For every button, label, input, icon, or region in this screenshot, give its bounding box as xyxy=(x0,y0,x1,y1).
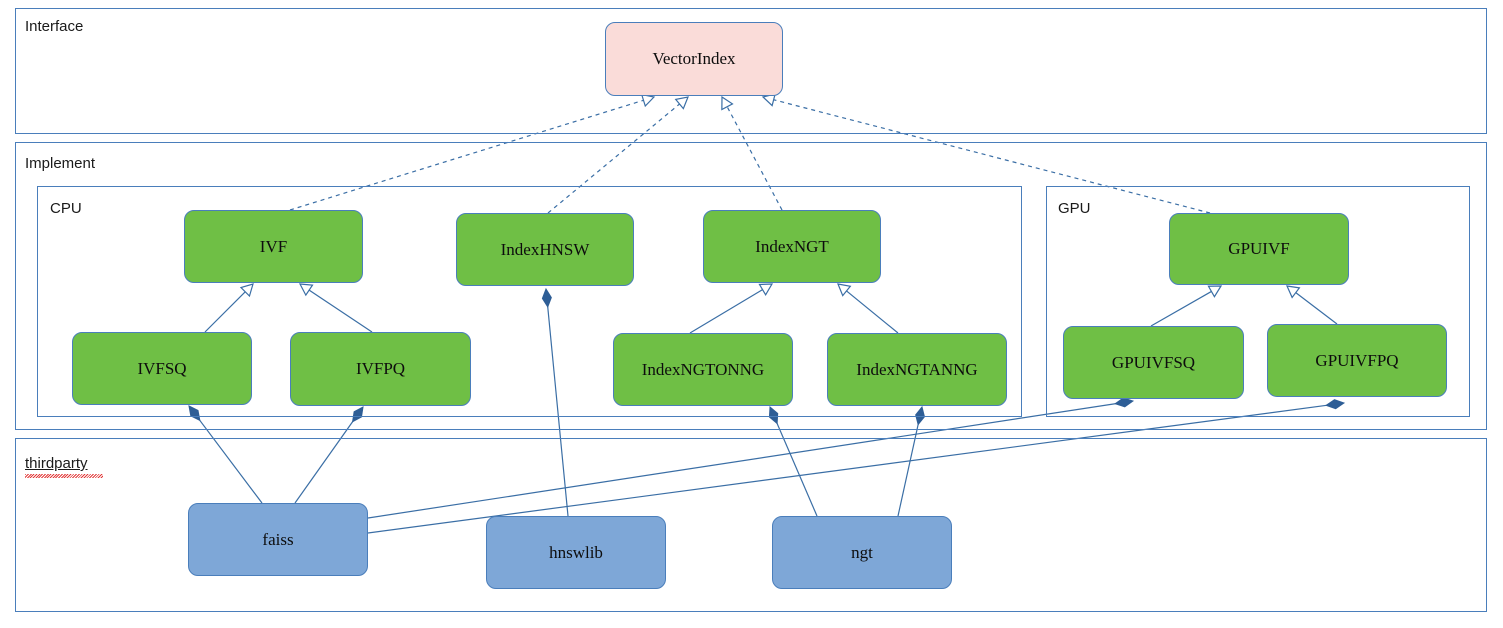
arrowhead-triangle-icon xyxy=(674,96,689,110)
thirdparty-group-label: thirdparty xyxy=(25,455,88,472)
composition-diamond-icon xyxy=(541,287,552,309)
node-gpuivfsq-label: GPUIVFSQ xyxy=(1111,352,1196,372)
node-faiss[interactable]: faiss xyxy=(188,503,368,576)
implement-group-label: Implement xyxy=(25,155,96,172)
edge-ivfsq-extends-ivf xyxy=(204,283,254,333)
node-ivfsq-label: IVFSQ xyxy=(137,358,187,378)
arrowhead-triangle-icon xyxy=(1207,285,1223,298)
arrowhead-triangle-icon xyxy=(1286,285,1301,299)
edge-indexngt-realizes-vectorindex xyxy=(721,95,783,211)
cpu-group-label: CPU xyxy=(50,200,82,217)
edge-gpuivfsq-extends-gpuivf xyxy=(1150,285,1223,327)
edge-ivfpq-extends-ivf xyxy=(298,283,373,333)
edge-indexhnsw-realizes-vectorindex xyxy=(547,96,689,214)
edge-hnswlib-composes-indexhnsw xyxy=(541,287,569,517)
node-gpuivf-label: GPUIVF xyxy=(1228,239,1290,258)
node-vectorindex-label: VectorIndex xyxy=(652,49,736,68)
node-ivfsq[interactable]: IVFSQ xyxy=(72,332,252,405)
composition-diamond-icon xyxy=(915,405,926,426)
gpu-group xyxy=(1046,186,1470,417)
node-gpuivfsq[interactable]: GPUIVFSQ xyxy=(1063,326,1244,399)
node-indexngtanng[interactable]: IndexNGTANNG xyxy=(827,333,1007,406)
edge-gpuivfpq-extends-gpuivf xyxy=(1286,285,1338,325)
node-ivf-label: IVF xyxy=(259,236,288,256)
edge-indexngtonng-extends-indexngt xyxy=(689,283,774,334)
composition-diamond-icon xyxy=(1325,399,1346,410)
node-gpuivf[interactable]: GPUIVF xyxy=(1169,213,1349,285)
edge-ngt-composes-indexngtanng xyxy=(897,405,926,517)
node-ivfpq[interactable]: IVFPQ xyxy=(290,332,471,406)
node-ngt-label: ngt xyxy=(851,542,873,562)
interface-group-label: Interface xyxy=(25,18,84,35)
node-gpuivfpq[interactable]: GPUIVFPQ xyxy=(1267,324,1447,397)
node-indexhnsw[interactable]: IndexHNSW xyxy=(456,213,634,286)
implement-group xyxy=(15,142,1487,430)
composition-diamond-icon xyxy=(351,406,364,423)
node-vectorindex[interactable]: VectorIndex xyxy=(605,22,783,96)
node-faiss-label: faiss xyxy=(262,529,294,549)
node-indexhnsw-label: IndexHNSW xyxy=(500,239,590,259)
node-indexngt-label: IndexNGT xyxy=(755,236,829,256)
node-hnswlib-label: hnswlib xyxy=(549,542,603,562)
arrowhead-triangle-icon xyxy=(721,95,734,111)
node-indexngt[interactable]: IndexNGT xyxy=(703,210,881,283)
gpu-group-label: GPU xyxy=(1058,200,1091,217)
interface-group xyxy=(15,8,1487,134)
node-ivfpq-label: IVFPQ xyxy=(355,359,406,378)
node-hnswlib[interactable]: hnswlib xyxy=(486,516,666,589)
cpu-group xyxy=(37,186,1022,417)
node-indexngtonng[interactable]: IndexNGTONNG xyxy=(613,333,793,406)
thirdparty-group xyxy=(15,438,1487,612)
spellcheck-squiggle-icon xyxy=(25,474,103,478)
arrowhead-triangle-icon xyxy=(298,283,314,297)
node-indexngtanng-label: IndexNGTANNG xyxy=(856,359,978,379)
arrowhead-triangle-icon xyxy=(837,283,852,297)
node-gpuivfpq-label: GPUIVFPQ xyxy=(1315,350,1399,370)
node-indexngtonng-label: IndexNGTONNG xyxy=(641,359,765,379)
node-ivf[interactable]: IVF xyxy=(184,210,363,283)
edge-faiss-composes-gpuivfpq xyxy=(367,399,1346,534)
edge-ngt-composes-indexngtonng xyxy=(768,405,818,517)
composition-diamond-icon xyxy=(768,405,779,425)
arrowhead-triangle-icon xyxy=(239,283,254,298)
node-ngt[interactable]: ngt xyxy=(772,516,952,589)
arrowhead-triangle-icon xyxy=(758,283,774,296)
edge-indexngtanng-extends-indexngt xyxy=(837,283,899,334)
